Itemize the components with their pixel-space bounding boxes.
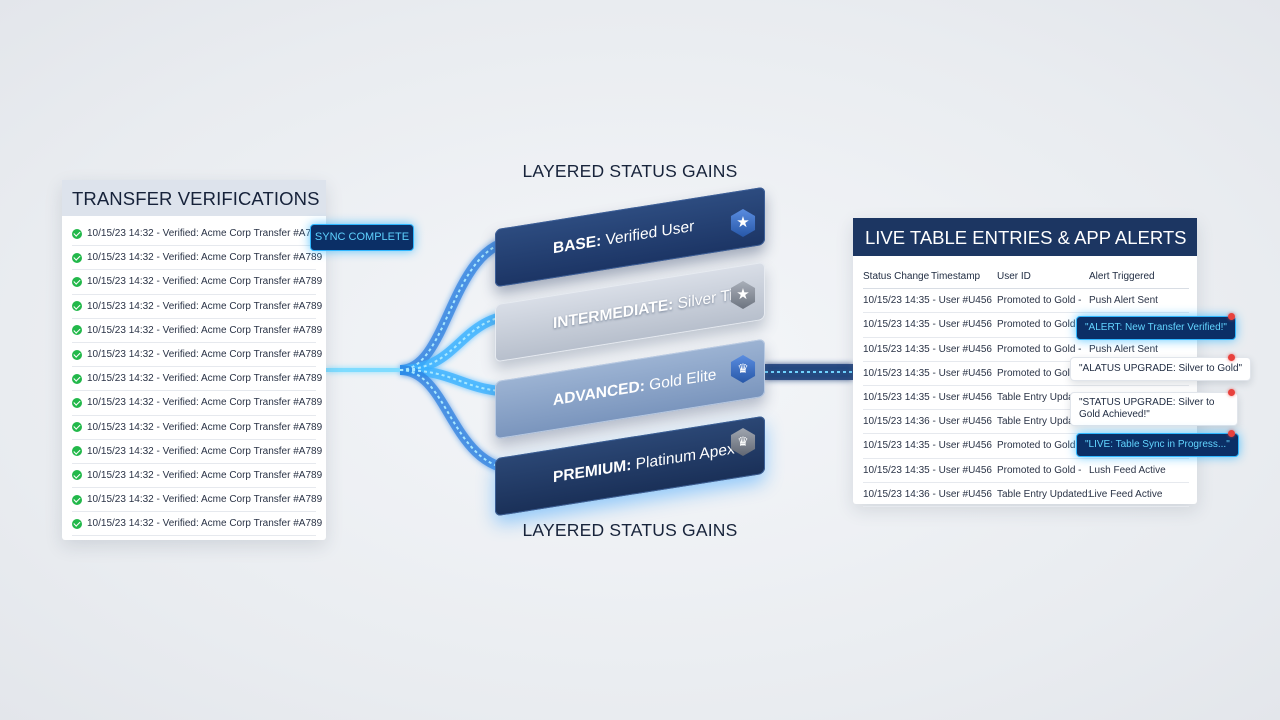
- check-icon: [72, 228, 82, 239]
- verification-list: 10/15/23 14:32 - Verified: Acme Corp Tra…: [62, 216, 326, 537]
- list-item[interactable]: 10/15/23 14:32 - Verified: Acme Corp Tra…: [72, 391, 322, 416]
- notification-dot: [1228, 430, 1235, 437]
- alert-toast[interactable]: "LIVE: Table Sync in Progress...": [1076, 433, 1239, 457]
- list-item[interactable]: 10/15/23 14:32 - Verified: Acme Corp Tra…: [72, 222, 322, 247]
- alert-toast[interactable]: "ALERT: New Transfer Verified!": [1076, 316, 1236, 340]
- column-header[interactable]: Alert Triggered: [1089, 271, 1155, 282]
- alert-toast[interactable]: "STATUS UPGRADE: Silver to Gold Achieved…: [1070, 392, 1238, 426]
- live-table: Status Change Timestamp User ID Alert Tr…: [863, 265, 1189, 507]
- check-icon: [72, 422, 82, 433]
- notification-dot: [1228, 389, 1235, 396]
- column-header[interactable]: Status Change: [863, 271, 930, 282]
- tier-label: BASE: Verified User: [553, 217, 695, 258]
- sync-complete-badge: SYNC COMPLETE: [310, 224, 414, 251]
- check-icon: [72, 446, 82, 457]
- list-item[interactable]: 10/15/23 14:32 - Verified: Acme Corp Tra…: [72, 488, 322, 513]
- check-icon: [72, 301, 82, 312]
- column-header[interactable]: Timestamp: [931, 271, 981, 282]
- check-icon: [72, 373, 82, 384]
- list-item[interactable]: 10/15/23 14:32 - Verified: Acme Corp Tra…: [72, 416, 322, 440]
- check-icon: [72, 252, 82, 263]
- live-table-panel: LIVE TABLE ENTRIES & APP ALERTS Status C…: [853, 218, 1197, 507]
- list-item[interactable]: 10/15/23 14:32 - Verified: Acme Corp Tra…: [72, 319, 322, 343]
- list-item[interactable]: 10/15/23 14:32 - Verified: Acme Corp Tra…: [72, 270, 322, 295]
- tier-label: ADVANCED: Gold Elite: [553, 366, 717, 410]
- column-header[interactable]: User ID: [997, 271, 1031, 282]
- list-item[interactable]: 10/15/23 14:32 - Verified: Acme Corp Tra…: [72, 464, 322, 489]
- transfer-verifications-panel: TRANSFER VERIFICATIONS 10/15/23 14:32 - …: [62, 180, 326, 540]
- list-item[interactable]: 10/15/23 14:32 - Verified: Acme Corp Tra…: [72, 246, 322, 271]
- tier-label: INTERMEDIATE: Silver Tier: [553, 284, 747, 333]
- notification-dot: [1228, 313, 1235, 320]
- alert-toast[interactable]: "ALATUS UPGRADE: Silver to Gold": [1070, 357, 1252, 381]
- check-icon: [72, 470, 82, 481]
- check-icon: [72, 349, 82, 360]
- tier-label: PREMIUM: Platinum Apex: [553, 440, 735, 487]
- table-header-row: Status Change Timestamp User ID Alert Tr…: [863, 265, 1189, 290]
- notification-dot: [1228, 354, 1235, 361]
- check-icon: [72, 518, 82, 529]
- star-icon: ★: [730, 209, 756, 237]
- center-title-top: LAYERED STATUS GAINS: [522, 161, 738, 181]
- check-icon: [72, 494, 82, 505]
- list-item[interactable]: 10/15/23 14:32 - Verified: Acme Corp Tra…: [72, 512, 322, 537]
- list-item[interactable]: 10/15/23 14:32 - Verified: Acme Corp Tra…: [72, 343, 322, 368]
- list-item[interactable]: 10/15/23 14:32 - Verified: Acme Corp Tra…: [72, 440, 322, 464]
- center-title-bottom: LAYERED STATUS GAINS: [522, 520, 738, 540]
- panel-title: TRANSFER VERIFICATIONS: [62, 180, 326, 216]
- check-icon: [72, 325, 82, 336]
- list-item[interactable]: 10/15/23 14:32 - Verified: Acme Corp Tra…: [72, 295, 322, 319]
- panel-title: LIVE TABLE ENTRIES & APP ALERTS: [853, 218, 1197, 256]
- list-item[interactable]: 10/15/23 14:32 - Verified: Acme Corp Tra…: [72, 367, 322, 392]
- check-icon: [72, 276, 82, 287]
- check-icon: [72, 397, 82, 408]
